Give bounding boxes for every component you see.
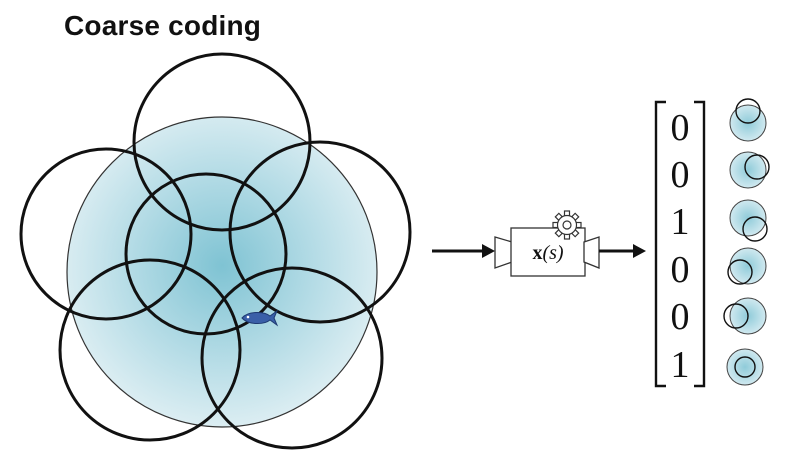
feature-value: 0 [671, 249, 690, 291]
gear-icon [552, 210, 582, 240]
feature-value: 0 [671, 296, 690, 338]
feature-value: 1 [671, 201, 690, 243]
receptive-field-lower-right [200, 266, 384, 450]
output-arrow [599, 244, 646, 258]
fish-icon [241, 309, 279, 327]
feature-icon [729, 98, 767, 142]
receptive-field-upper-right [228, 140, 412, 324]
feature-value: 1 [671, 344, 690, 386]
feature-icon [729, 199, 768, 242]
feature-icon [729, 151, 770, 189]
feature-icons [723, 98, 770, 386]
function-args: (s) [542, 242, 563, 264]
feature-vector-brackets [654, 100, 706, 388]
state-space-region [66, 116, 378, 428]
svg-text:x(s): x(s) [532, 242, 563, 264]
function-body [510, 227, 586, 277]
function-name: x [532, 242, 542, 264]
input-arrow [432, 244, 495, 258]
feature-icon [723, 297, 767, 335]
feature-function-box: x(s) [494, 210, 600, 277]
function-input-port [494, 236, 513, 269]
receptive-fields [19, 52, 412, 450]
page-title: Coarse coding [64, 10, 262, 41]
feature-value: 0 [671, 154, 690, 196]
receptive-field-upper-left [19, 147, 193, 321]
feature-icon [726, 348, 764, 386]
receptive-field-lower-left [58, 258, 242, 442]
function-output-port [583, 236, 600, 269]
feature-vector: 0 0 1 0 0 1 [671, 107, 690, 386]
feature-value: 0 [671, 107, 690, 149]
feature-icon [727, 247, 767, 285]
